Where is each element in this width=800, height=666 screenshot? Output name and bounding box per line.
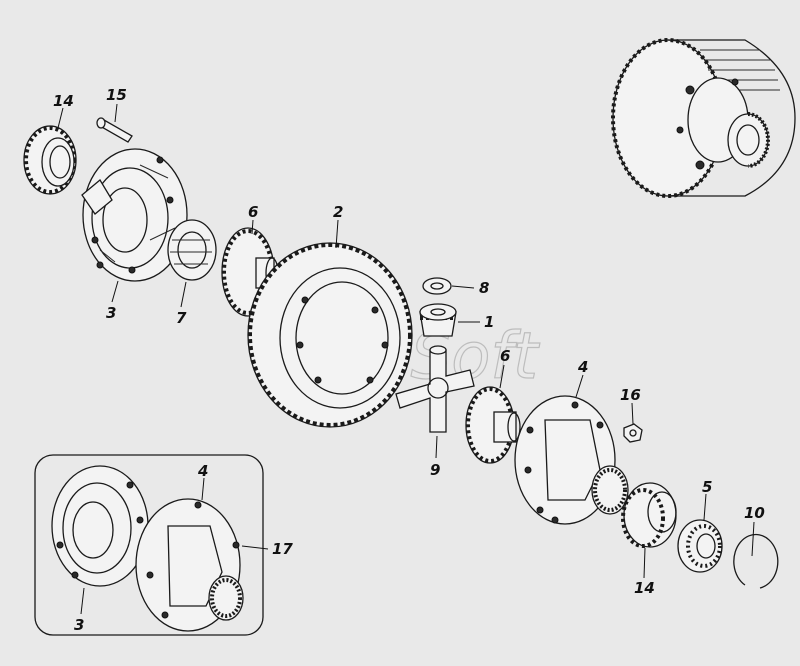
housing-half-3-left <box>81 148 188 282</box>
bearing-14-right <box>621 482 677 548</box>
nut-16 <box>623 423 643 443</box>
callout-9: 9 <box>430 461 440 479</box>
leader-lines <box>57 103 755 615</box>
callout-15: 15 <box>106 86 127 104</box>
thrust-washer-7 <box>167 219 217 281</box>
callout-10: 10 <box>744 504 765 522</box>
callout-4-right: 4 <box>577 358 588 376</box>
callout-14-left: 14 <box>53 92 74 110</box>
callout-1: 1 <box>484 313 494 331</box>
callout-6-right: 6 <box>500 347 510 365</box>
side-gear-6-right <box>465 386 521 464</box>
housing-half-4-inset <box>135 498 244 632</box>
bolt-15 <box>96 117 133 143</box>
washer-8 <box>422 277 452 295</box>
spider-cross-9 <box>395 345 475 433</box>
callout-5: 5 <box>702 478 712 496</box>
callout-7: 7 <box>176 309 187 327</box>
housing-half-3-inset <box>51 465 149 587</box>
callout-6-left: 6 <box>248 203 258 221</box>
bearing-14-left <box>23 125 77 195</box>
callout-3-left: 3 <box>106 304 116 322</box>
callout-8: 8 <box>479 279 489 297</box>
assembled-differential <box>611 38 796 198</box>
callout-4-inset: 4 <box>197 462 208 480</box>
snap-ring-10 <box>733 533 779 589</box>
callout-3-inset: 3 <box>74 616 84 634</box>
callout-2: 2 <box>333 203 343 221</box>
callout-17: 17 <box>272 540 293 558</box>
bearing-race-5 <box>677 519 723 573</box>
housing-half-4-right <box>514 395 629 525</box>
ring-gear-2 <box>247 242 413 428</box>
callout-16: 16 <box>620 386 641 404</box>
pinion-gear-1 <box>419 303 457 337</box>
callout-14-right: 14 <box>634 579 655 597</box>
assembly-17-frame <box>34 454 264 636</box>
